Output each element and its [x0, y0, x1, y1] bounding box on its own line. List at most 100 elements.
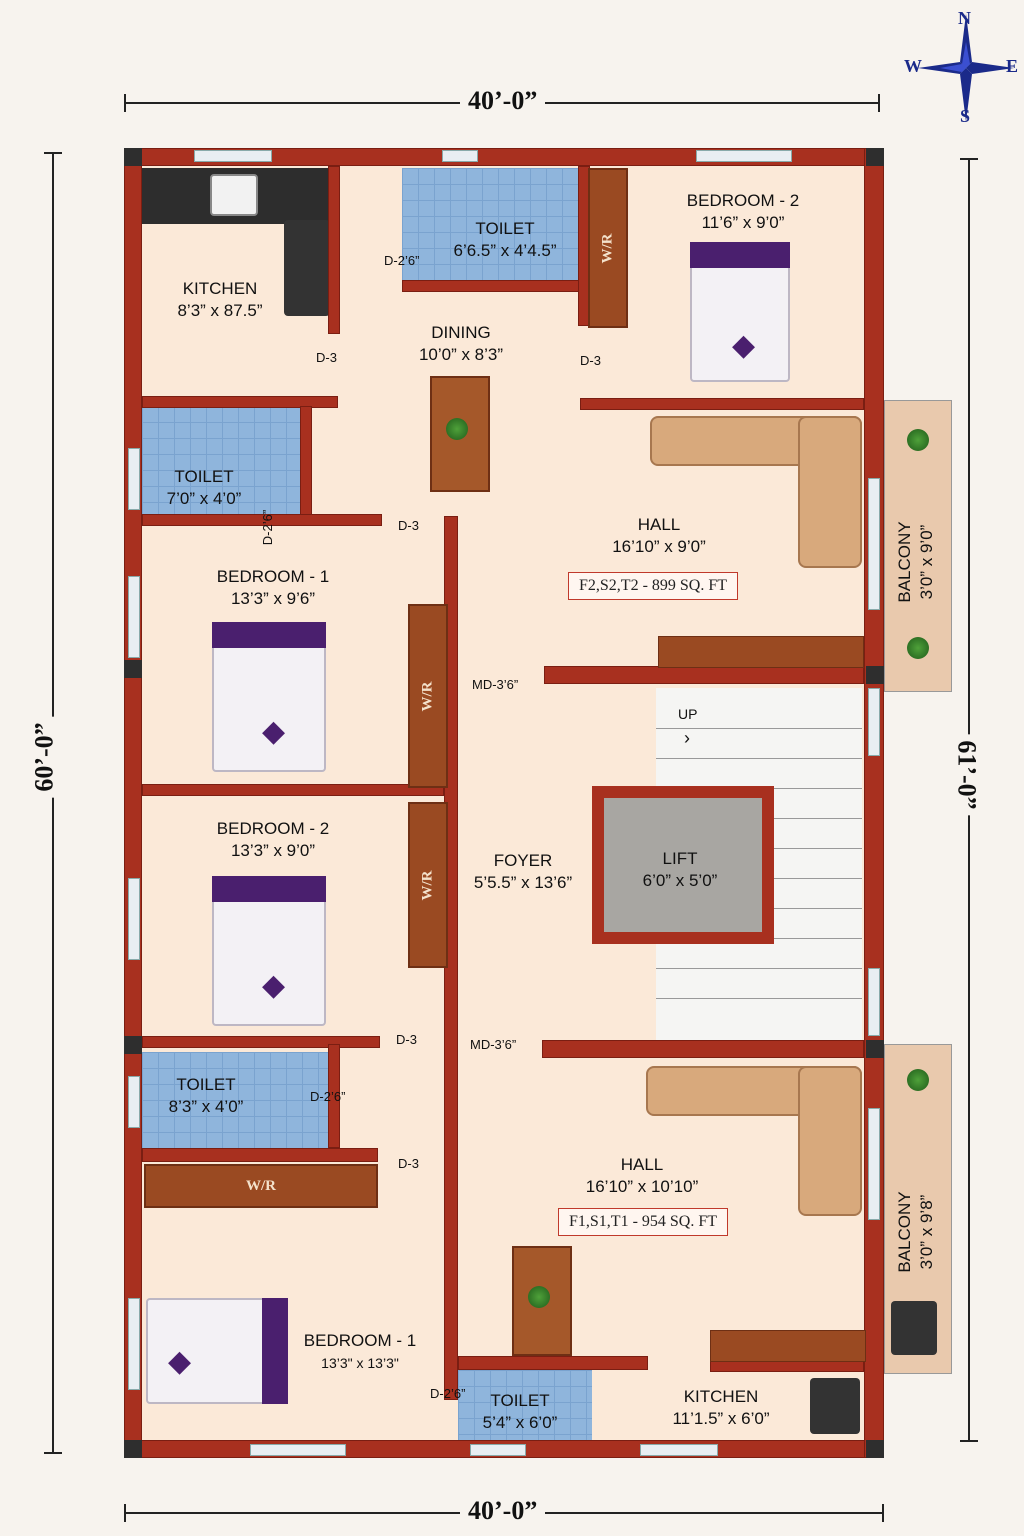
compass: N S W E: [900, 4, 1024, 128]
wall-toilet-left-right: [300, 406, 312, 526]
window: [868, 478, 880, 610]
lift-shaft: [592, 786, 774, 944]
compass-east: E: [1006, 56, 1019, 76]
tv-unit-bottom: [710, 1330, 866, 1362]
door-label: D-2’6”: [310, 1089, 346, 1104]
wardrobe-label: W/R: [419, 681, 436, 711]
door-label: D-2’6”: [430, 1386, 466, 1401]
sofa-hall-bottom-side: [798, 1066, 862, 1216]
pillow-icon: ◆: [262, 715, 286, 748]
wall-outer-top: [124, 148, 884, 166]
wall-outer-right: [864, 148, 884, 1458]
plant-icon: [528, 1286, 550, 1308]
dimension-tick-top-left: [124, 94, 126, 112]
column: [866, 148, 884, 166]
column: [124, 1440, 142, 1458]
stove-icon: [810, 1378, 860, 1434]
wall-bed1bottom-top: [142, 1148, 378, 1162]
floor-plan: W/R W/R W/R W/R ◆ ◆ ◆ ◆: [124, 148, 884, 1458]
dimension-right-height: 61’-0”: [951, 734, 982, 816]
window: [128, 878, 140, 960]
window: [128, 448, 140, 510]
compass-north: N: [958, 8, 971, 28]
kitchen-sink-icon: [210, 174, 258, 216]
plant-icon: [907, 637, 929, 659]
wall-bed1-top: [142, 514, 382, 526]
floor-toilet-mid: [142, 1052, 332, 1148]
door-label: D-3: [398, 518, 419, 533]
wall-bed2-top-bottom: [580, 398, 864, 410]
stairs-up-label: UP: [678, 706, 698, 722]
wardrobe-bed1-top: W/R: [408, 604, 448, 788]
door-label: D-3: [398, 1156, 419, 1171]
column: [124, 148, 142, 166]
compass-south: S: [960, 106, 971, 126]
door-label: D-2’6”: [260, 509, 276, 546]
pillow-icon: ◆: [262, 969, 286, 1002]
door-label: D-3: [580, 353, 601, 368]
wardrobe-label: W/R: [419, 870, 436, 900]
dimension-bottom-width: 40’-0”: [460, 1496, 546, 1526]
dimension-tick-top-right: [878, 94, 880, 112]
wardrobe-label: W/R: [599, 233, 616, 263]
window: [696, 150, 792, 162]
window: [442, 150, 478, 162]
door-label: MD-3’6”: [472, 677, 519, 692]
stove-icon: [284, 220, 330, 316]
column: [124, 1036, 142, 1054]
floor-toilet-bottom: [458, 1370, 592, 1440]
sofa-hall-top-side: [798, 416, 862, 568]
wall-hall-top-bottom: [544, 666, 864, 684]
column: [866, 666, 884, 684]
door-label: D-3: [396, 1032, 417, 1047]
window: [868, 1108, 880, 1220]
window: [250, 1444, 346, 1456]
pillow-icon: ◆: [732, 329, 756, 362]
compass-rose-icon: [918, 14, 1014, 122]
wall-bed2mid-bottom: [142, 1036, 380, 1048]
dimension-tick-left-bottom: [44, 1452, 62, 1454]
wardrobe-bed1-bottom: W/R: [144, 1164, 378, 1208]
window: [868, 688, 880, 756]
floor-toilet-left: [142, 406, 302, 516]
wall-toilet-top-bottom: [402, 280, 582, 292]
wardrobe-bed2-top: W/R: [588, 168, 628, 328]
plant-icon: [907, 1069, 929, 1091]
column: [866, 1040, 884, 1058]
dimension-tick-right-top: [960, 158, 978, 160]
arrow-right-icon: ›: [684, 728, 690, 748]
compass-west: W: [904, 56, 922, 76]
wall-bed1-bottom: [142, 784, 444, 796]
floor-toilet-top: [402, 168, 578, 286]
door-label: D-3: [316, 350, 337, 365]
dimension-tick-bottom-right: [882, 1504, 884, 1522]
wall-kitchen-bottom-left: [458, 1356, 648, 1370]
bed-bedroom1-top: ◆: [212, 622, 326, 772]
wall-outer-left: [124, 148, 142, 1458]
balcony-top: [884, 400, 952, 692]
column: [866, 1440, 884, 1458]
pillow-icon: ◆: [168, 1345, 192, 1378]
window: [640, 1444, 718, 1456]
window: [868, 968, 880, 1036]
plant-icon: [907, 429, 929, 451]
washing-machine-icon: [891, 1301, 937, 1355]
dimension-line-left: [52, 152, 54, 1452]
bed-bedroom1-bottom: ◆: [146, 1298, 288, 1404]
window: [128, 1076, 140, 1128]
tv-unit-top: [658, 636, 864, 668]
